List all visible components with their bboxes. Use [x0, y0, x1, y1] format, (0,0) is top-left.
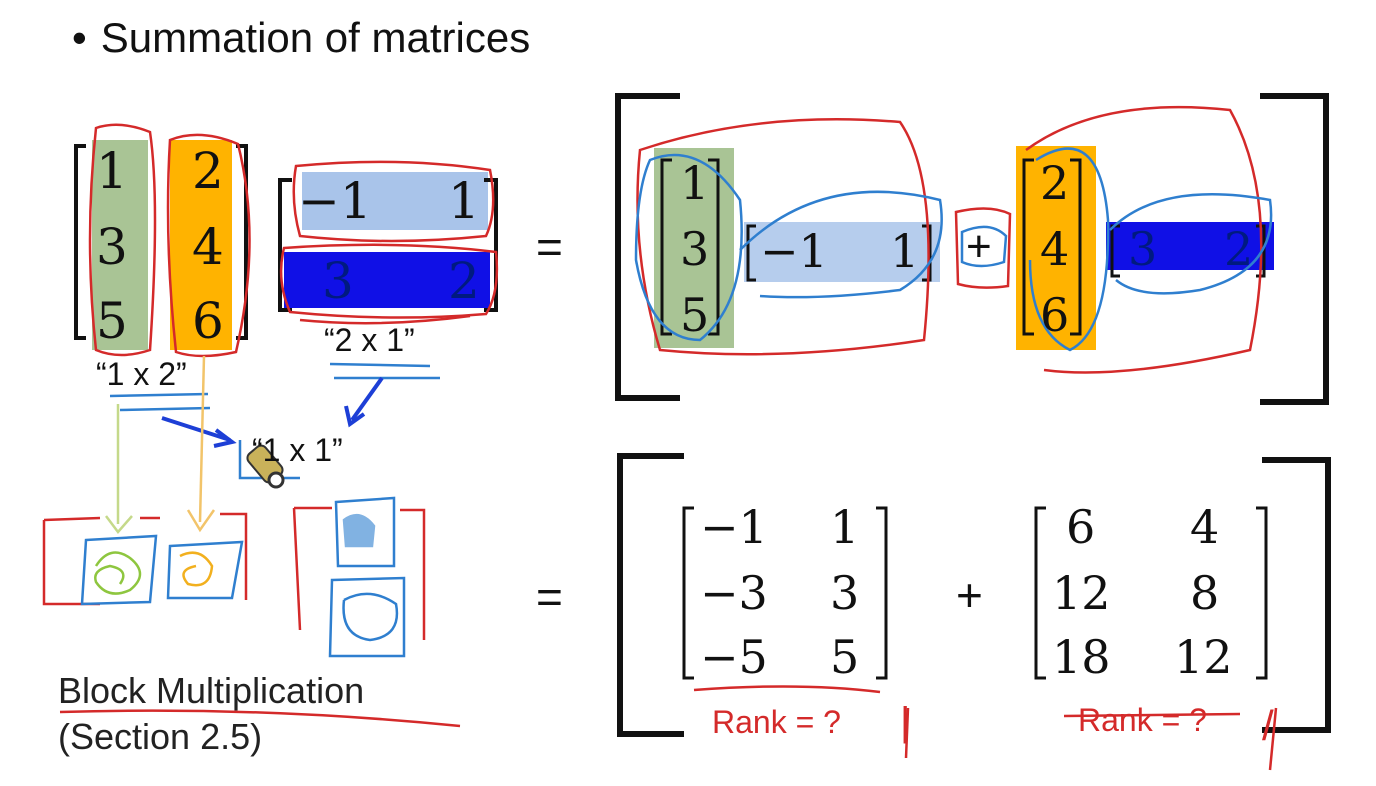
expansion-left-row-cell: 1: [890, 224, 920, 278]
scribble-doodles: [94, 355, 399, 642]
expansion-right-row-cell: 3: [1128, 222, 1158, 276]
exp-row1-left-bracket: [746, 224, 756, 282]
expansion-right-col-cell: 2: [1040, 156, 1070, 210]
row-matrix-cell: 1: [448, 172, 480, 230]
result-right-matrix-right-bracket: [1256, 506, 1268, 680]
result-right-matrix-left-bracket: [1034, 506, 1046, 680]
result-right-cell: 12: [1174, 630, 1233, 684]
exp-col2-right-bracket: [1070, 158, 1082, 336]
result-left-cell: −3: [700, 566, 768, 620]
row-matrix-right-bracket: [484, 178, 498, 312]
result-left-cell: −5: [700, 630, 768, 684]
result-right-cell: 4: [1190, 500, 1220, 554]
exp-col1-right-bracket: [708, 158, 720, 336]
rank-left-annotation: Rank = ?: [712, 704, 841, 740]
result-right-cell: 18: [1052, 630, 1111, 684]
exp-col2-left-bracket: [1022, 158, 1034, 336]
title-text: Summation of matrices: [100, 14, 531, 61]
orange-column-highlight: [170, 140, 232, 350]
expansion-left-col-cell: 5: [680, 288, 710, 342]
result-size-label: “1 x 1”: [252, 432, 343, 468]
result-plus-sign: +: [956, 569, 983, 621]
light-blue-row-highlight: [302, 172, 488, 230]
blue-ink-annotations: [80, 147, 1273, 658]
row-matrix-left-bracket: [278, 178, 292, 312]
block-multiplication-note: Block Multiplication (Section 2.5): [58, 668, 364, 760]
row-matrix-cell: −1: [298, 172, 372, 230]
expansion-left-col-cell: 3: [680, 222, 710, 276]
result-left-matrix-left-bracket: [682, 506, 694, 680]
block-multiplication-line2: (Section 2.5): [58, 716, 263, 758]
col-size-label: “1 x 2”: [96, 356, 187, 392]
col-matrix-right-bracket: [236, 144, 248, 340]
result-right-cell: 8: [1190, 566, 1220, 620]
expansion-light-blue-highlight: [744, 222, 940, 282]
expansion-dark-blue-highlight: [1106, 222, 1274, 270]
expansion-plus-sign: +: [966, 222, 992, 271]
expansion-right-row-cell: 2: [1224, 222, 1254, 276]
col-matrix-left-bracket: [74, 144, 86, 340]
block-multiplication-line1: Block Multiplication: [58, 670, 365, 711]
dark-blue-arrows: [161, 376, 384, 448]
exp-col1-left-bracket: [660, 158, 672, 336]
green-column-highlight: [92, 140, 148, 350]
row-matrix-cell: 2: [448, 252, 480, 310]
col-matrix-cell: 3: [96, 218, 128, 276]
expansion-left-row-cell: −1: [760, 224, 828, 278]
col-matrix-cell: 1: [96, 142, 128, 200]
rank-left-mark: |: [900, 700, 911, 744]
result-left-cell: −1: [700, 500, 768, 554]
equals-sign: =: [536, 221, 563, 273]
col-matrix-cell: 6: [192, 292, 224, 350]
result-left-cell: 5: [830, 630, 860, 684]
expansion-right-col-cell: 4: [1040, 222, 1070, 276]
result-right-cell: 6: [1066, 500, 1096, 554]
title-bullet: •: [72, 14, 87, 61]
expansion-left-col-cell: 1: [680, 156, 710, 210]
red-ink-annotations: [42, 105, 1278, 771]
expansion-orange-highlight: [1016, 146, 1096, 350]
exp-row1-right-bracket: [922, 224, 932, 282]
expansion-right-col-cell: 6: [1040, 288, 1070, 342]
result-right-big-bracket: [1262, 457, 1331, 733]
result-right-cell: 12: [1052, 566, 1111, 620]
col-matrix-cell: 2: [192, 142, 224, 200]
rank-right-mark: /: [1262, 702, 1274, 749]
result-left-big-bracket: [617, 453, 684, 737]
col-matrix-cell: 4: [192, 218, 224, 276]
dark-blue-row-highlight: [284, 252, 490, 308]
equals-sign: =: [536, 571, 563, 623]
expansion-left-big-bracket: [615, 93, 680, 401]
result-left-cell: 1: [830, 500, 860, 554]
result-left-matrix-right-bracket: [876, 506, 888, 680]
expansion-right-big-bracket: [1260, 93, 1329, 405]
expansion-green-highlight: [654, 148, 734, 348]
rank-right-annotation: Rank = ?: [1078, 702, 1207, 738]
col-matrix-cell: 5: [96, 292, 128, 350]
result-left-cell: 3: [830, 566, 860, 620]
row-matrix-cell: 3: [322, 252, 354, 310]
row-size-label: “2 x 1”: [324, 322, 415, 358]
pen-cursor-icon: [246, 444, 285, 489]
slide-title: • Summation of matrices: [72, 14, 530, 62]
